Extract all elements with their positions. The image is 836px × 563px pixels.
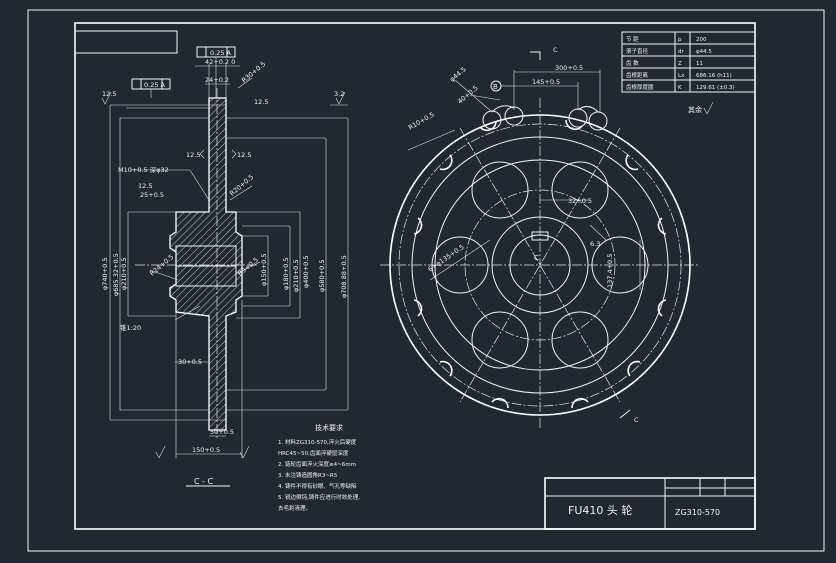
param-name: 节 距 <box>626 35 639 43</box>
param-name: 齿根距离 <box>626 71 649 79</box>
dim-30: 30+0.5 <box>178 358 202 366</box>
dim-40: 40+0.5 <box>456 84 480 106</box>
dim-445: φ44.5 <box>448 65 468 83</box>
dim-137: 137.4+0.5 <box>606 254 614 288</box>
center-c: C <box>534 254 539 262</box>
param-symbol: Z <box>678 61 682 67</box>
param-name: 滚子直径 <box>626 47 649 55</box>
section-view <box>101 46 349 487</box>
tol-left: 0.25 A <box>144 81 166 89</box>
tech-notes: 1. 材料ZG310-570,淬火后硬度 HRC45~50,齿面淬硬层深度 2. … <box>278 438 360 512</box>
front-view <box>380 51 714 428</box>
dim-d400: φ400+0.5 <box>302 256 310 288</box>
dim-r30: R30+0.5 <box>240 60 267 84</box>
param-symbol: dr <box>678 49 684 55</box>
sprocket-teeth <box>413 119 667 409</box>
dim-150: 150+0.5 <box>192 446 220 454</box>
dim-42: 42+0.2 0 <box>205 58 235 66</box>
tech-note-line: 去毛刺清理。 <box>278 504 311 512</box>
dim-taper: 锥1:20 <box>120 323 141 332</box>
param-rows: 节 距 p 200 滚子直径 dr φ44.5 齿 数 Z 11 齿根距离 Lx 686.16 (h1… <box>626 35 735 91</box>
dim-d150: φ150+0.5 <box>260 254 268 286</box>
ra-web-r: 12.5 <box>237 151 251 159</box>
drawing-title: FU410 头 轮 <box>568 503 632 517</box>
param-symbol: Lx <box>678 73 685 79</box>
dim-50: 50+0.5 <box>210 428 234 436</box>
dim-d708: φ708.88+0.5 <box>340 255 348 298</box>
ra-right: 3.2 <box>334 90 344 98</box>
dim-300: 300+0.5 <box>555 64 583 72</box>
dim-25: 25+0.5 <box>140 191 164 199</box>
ra-top: 12.5 <box>254 98 268 106</box>
arrow-top-c: C <box>553 46 558 54</box>
param-table <box>621 31 756 93</box>
dim-r10: R10+0.5 <box>407 111 436 132</box>
dim-d740: φ740+0.5 <box>101 258 109 290</box>
tech-note-line: HRC45~50,齿面淬硬层深度 <box>278 449 349 457</box>
param-value: φ44.5 <box>696 49 712 55</box>
dim-145: 145+0.5 <box>532 78 560 86</box>
tech-note-line: 1. 材料ZG310-570,淬火后硬度 <box>278 438 357 446</box>
dim-m10: M10+0.5 深φ32 <box>118 165 169 174</box>
dim-6-3: 6.3 <box>590 240 600 248</box>
dim-d210a: φ210+0.5 <box>120 258 128 290</box>
corner-box <box>74 30 178 54</box>
roughness-rest: 其余 <box>688 105 702 114</box>
tech-title: 技术要求 <box>315 423 343 432</box>
drawing-number: ZG310-570 <box>675 508 720 517</box>
dim-24: 24+0.2 <box>205 76 229 84</box>
param-value: 11 <box>696 61 703 67</box>
tech-requirements: 技术要求 1. 材料ZG310-570,淬火后硬度 HRC45~50,齿面淬硬层… <box>278 423 360 512</box>
param-symbol: p <box>678 37 682 43</box>
dim-d210b: φ210+0.5 <box>292 260 300 292</box>
tech-note-line: 2. 链轮齿面淬火深度≥4~6mm <box>278 460 356 468</box>
b-mark: B <box>493 83 498 91</box>
param-value: 129.61 (±0.3) <box>696 85 735 91</box>
param-name: 齿根厚度圆 <box>626 83 654 91</box>
tech-note-line: 4. 铸件不得有砂眼、气孔等缺陷 <box>278 482 357 490</box>
dim-d180: φ180+0.5 <box>282 258 290 290</box>
outer-border <box>27 9 825 552</box>
param-name: 齿 数 <box>626 59 639 67</box>
ra-hole: 12.5 <box>138 182 152 190</box>
title-block: FU410 头 轮 ZG310-570 <box>544 477 756 530</box>
ra-web-l: 12.5 <box>186 151 200 159</box>
param-symbol: K <box>678 85 682 91</box>
param-value: 686.16 (h11) <box>696 73 732 79</box>
inner-border <box>74 22 756 530</box>
dim-32: 32+0.5 <box>568 197 592 205</box>
tech-note-line: 5. 锐边倒钝,铸件应进行时效处理, <box>278 493 360 501</box>
dim-d580: φ580+0.5 <box>318 260 326 292</box>
tech-note-line: 3. 未注铸造圆角R3~R5 <box>278 471 338 479</box>
tol-top: 0.25 A <box>210 49 232 57</box>
arrow-bottom-c: C <box>634 416 639 424</box>
dim-d685: φ685.32+0.5 <box>112 253 120 296</box>
section-title: C - C <box>194 477 214 486</box>
hub-section <box>169 97 243 431</box>
dim-r20: R20+0.5 <box>228 173 255 197</box>
outer-rim <box>389 114 691 416</box>
ra-left: 12.5 <box>102 90 116 98</box>
param-value: 200 <box>696 37 707 43</box>
